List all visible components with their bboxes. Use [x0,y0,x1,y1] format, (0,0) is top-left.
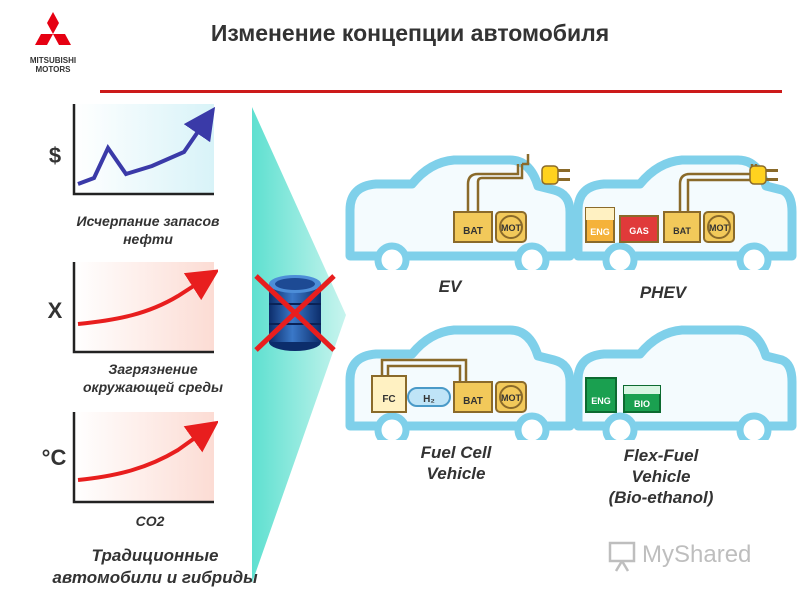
celsius-symbol: °C [41,445,67,470]
presentation-board-icon [608,541,636,572]
flex-fuel-vehicle-label: Flex-Fuel Vehicle (Bio-ethanol) [608,446,714,507]
watermark-text: MyShared [642,541,752,568]
oil-barrel-icon [254,274,336,352]
svg-text:ENG: ENG [590,227,610,237]
ev-car-diagram: BAT MOT [345,154,575,270]
watermark: MyShared [608,537,768,577]
pollution-symbol: X [47,298,63,323]
page-title: Изменение концепции автомобиля [210,20,610,46]
svg-text:BIO: BIO [634,399,650,409]
svg-text:BAT: BAT [463,396,483,407]
phev-car-diagram: ENG GAS BAT MOT [573,155,797,270]
svg-text:MOT: MOT [709,223,729,233]
svg-text:MOT: MOT [501,223,521,233]
fuel-cell-vehicle-label: Fuel Cell Vehicle [420,443,492,483]
pollution-chart [72,262,218,354]
svg-text:ENG: ENG [591,396,611,406]
svg-text:GAS: GAS [629,226,649,236]
svg-text:BAT: BAT [673,226,691,236]
svg-text:MOT: MOT [501,393,521,403]
svg-text:FC: FC [382,394,395,405]
title-divider [100,90,782,93]
fuel-cell-car-diagram: FC H₂ BAT MOT [345,325,575,440]
dollar-symbol: $ [48,143,62,168]
pollution-caption: Загрязнение окружающей среды [82,361,224,395]
charging-plug-icon [541,165,570,185]
flex-fuel-car-diagram: ENG BIO [573,325,797,440]
charging-plug-icon [749,165,778,185]
mitsubishi-logo-icon [35,12,71,45]
co2-chart [72,412,218,504]
svg-text:BAT: BAT [463,226,483,237]
logo-text: MITSUBISHI MOTORS [29,56,77,74]
oil-depletion-chart [72,104,216,196]
phev-label: PHEV [639,283,687,302]
co2-caption: CO2 [135,513,165,529]
svg-text:H₂: H₂ [423,394,435,405]
ev-label: EV [438,277,462,296]
oil-depletion-caption: Исчерпание запасов нефти [76,213,220,247]
cross-line [254,274,336,352]
traditional-vehicles-caption: Традиционные автомобили и гибриды [52,546,258,587]
